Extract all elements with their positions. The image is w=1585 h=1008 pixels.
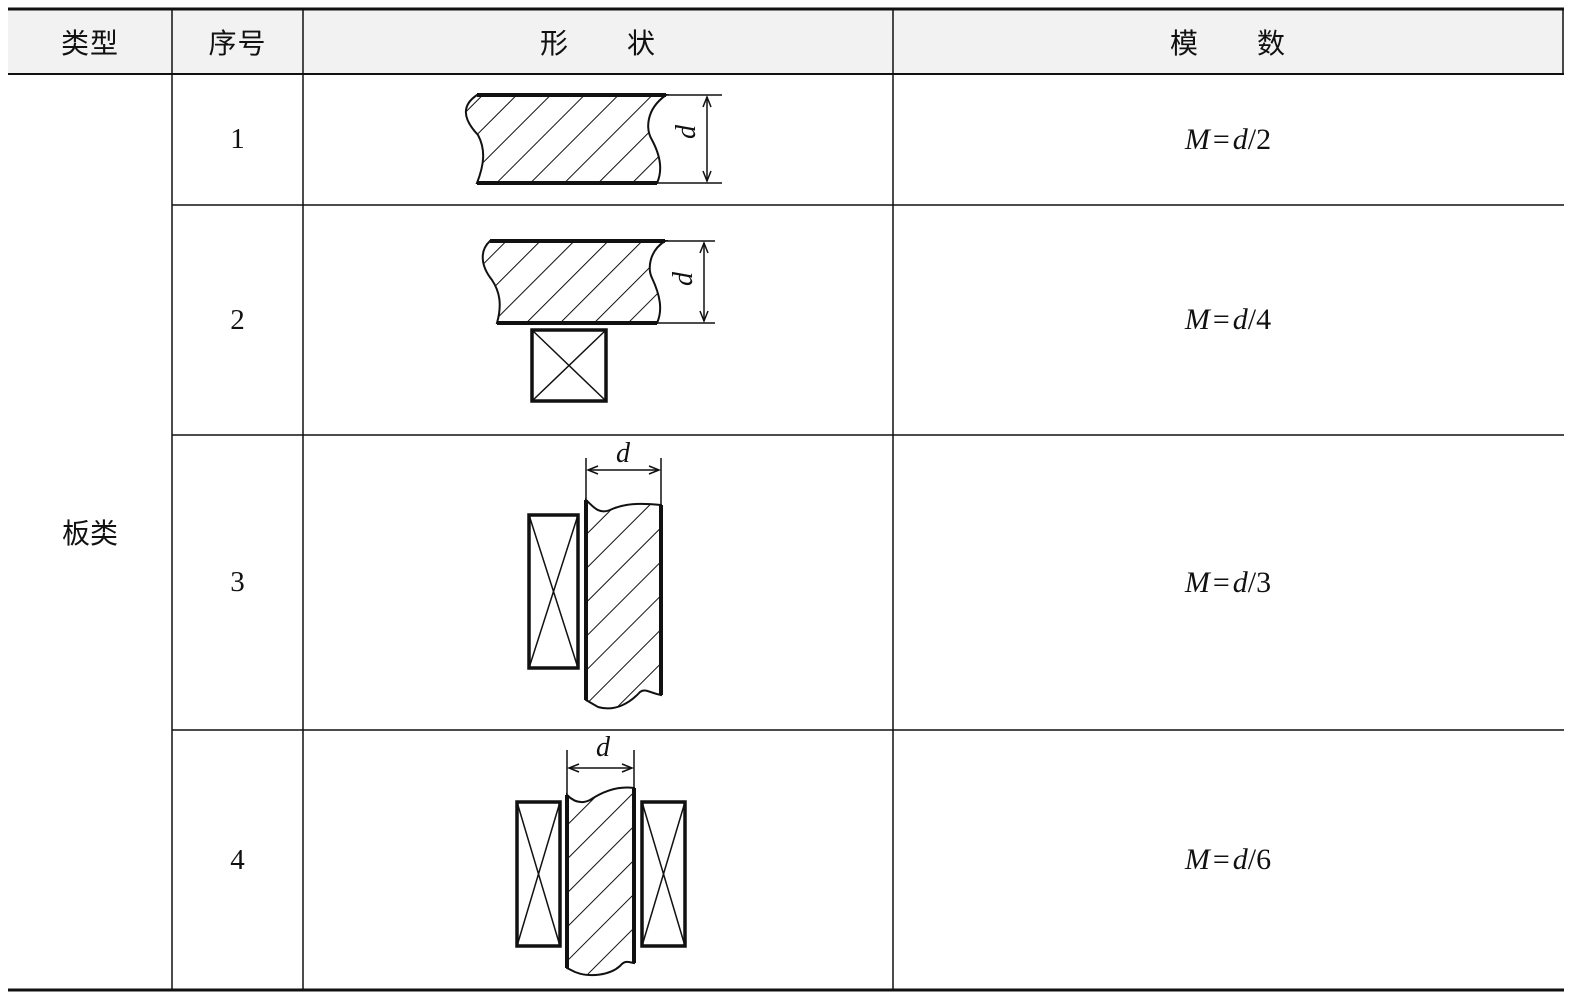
header-type: 类型: [60, 26, 119, 60]
modulus-formula: M=d/3: [893, 435, 1563, 730]
dimension-label-d: d: [616, 438, 630, 469]
dimension-label-d: d: [596, 732, 610, 763]
header-background: [8, 9, 1564, 74]
modulus-formula: M=d/2: [893, 74, 1563, 205]
formula-rest: /6: [1247, 843, 1272, 876]
formula-lhs: M: [1184, 565, 1210, 599]
dimension-label-d: d: [668, 272, 699, 286]
row-index: 2: [230, 303, 245, 336]
header-shape: 形 状: [539, 26, 656, 60]
dimension-label-d: d: [671, 125, 702, 139]
formula-eq: =: [1212, 843, 1230, 876]
row-index: 3: [230, 566, 245, 598]
row-index: 1: [230, 123, 245, 155]
formula-var: d: [1232, 303, 1248, 336]
modulus-formula: M=d/6: [893, 730, 1563, 990]
header-modulus: 模 数: [1169, 26, 1286, 60]
formula-rest: /4: [1247, 303, 1272, 336]
shape-figure-3: [527, 458, 663, 710]
shape-figure-4: [515, 750, 687, 977]
modulus-formula: M=d/4: [893, 205, 1563, 435]
row-index: 4: [230, 843, 245, 876]
shape-figure-2: [481, 239, 715, 403]
shape-figure-1: [464, 93, 722, 185]
formula-lhs: M: [1184, 843, 1210, 876]
header-index: 序号: [208, 26, 267, 60]
formula-var: d: [1232, 565, 1248, 599]
formula-lhs: M: [1184, 122, 1210, 156]
formula-lhs: M: [1184, 303, 1210, 336]
formula-var: d: [1232, 843, 1248, 876]
formula-rest: /2: [1247, 122, 1272, 156]
formula-eq: =: [1212, 303, 1230, 336]
formula-var: d: [1232, 122, 1248, 156]
formula-eq: =: [1212, 565, 1230, 599]
table-grid: [8, 7, 1564, 992]
group-label: 板类: [61, 517, 118, 550]
formula-eq: =: [1212, 122, 1230, 156]
formula-rest: /3: [1247, 565, 1272, 599]
